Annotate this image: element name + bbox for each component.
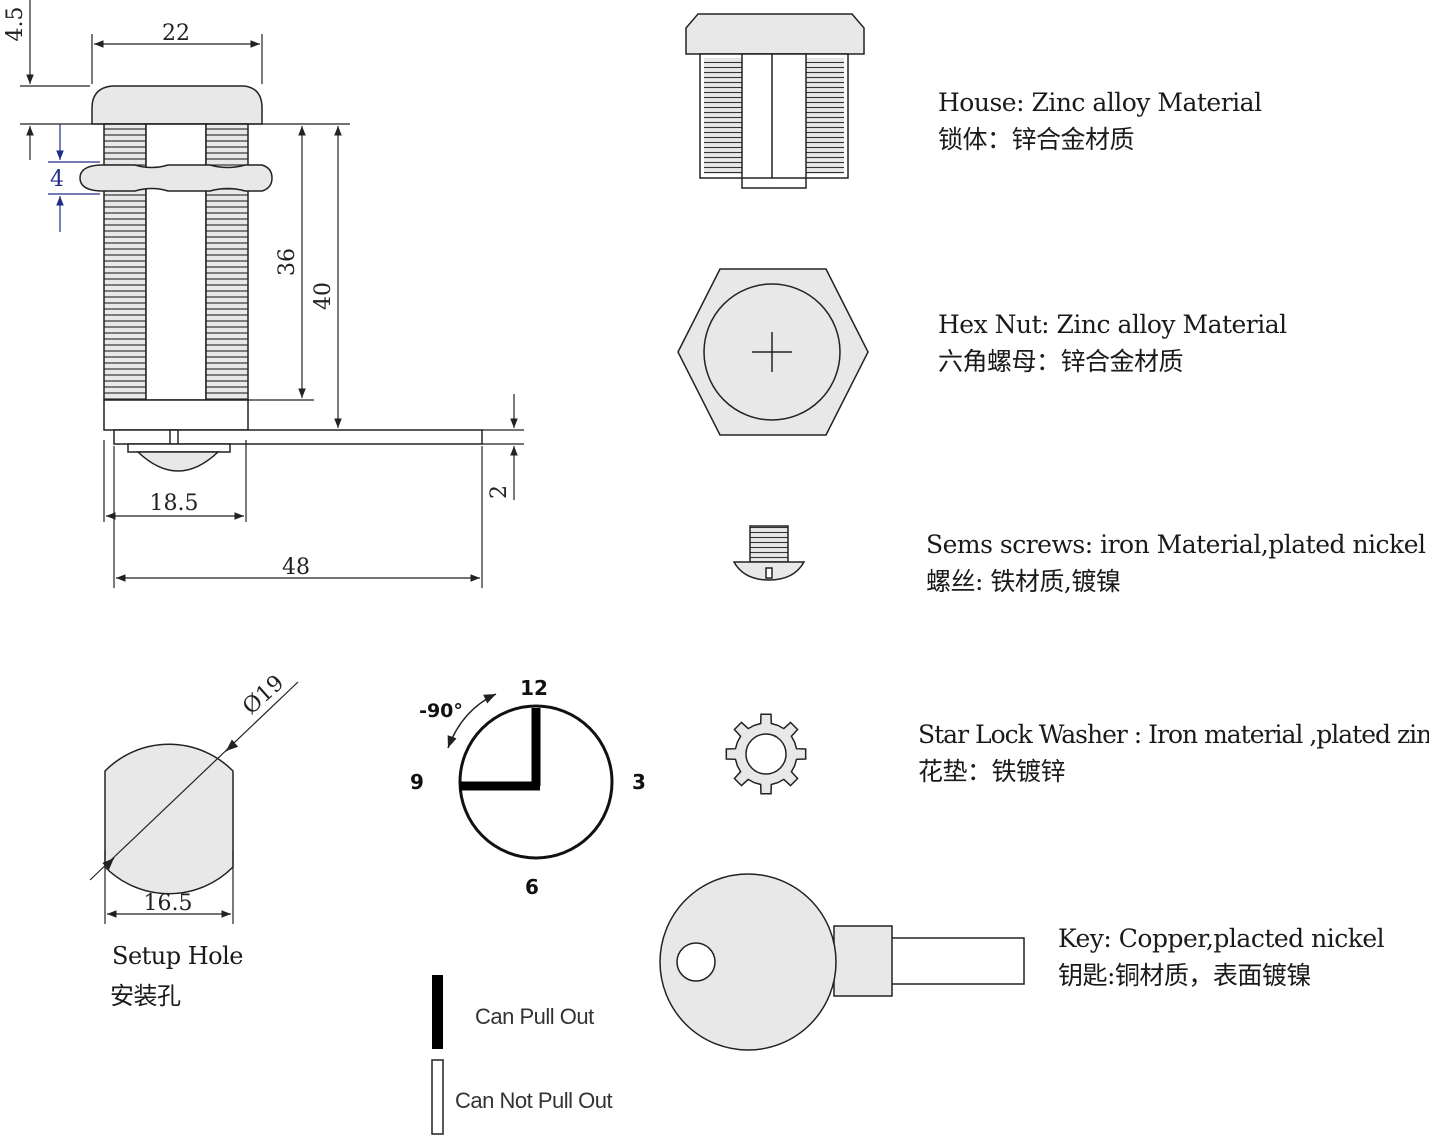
screw-label-en: Sems screws: iron Material,plated nickel xyxy=(926,530,1426,559)
screw-part-drawing xyxy=(732,525,806,581)
cannot-pull-swatch xyxy=(431,1059,444,1135)
rotation-diagram xyxy=(447,693,614,860)
clock-12: 12 xyxy=(520,676,548,700)
key-part-drawing xyxy=(659,873,1025,1051)
clock-9: 9 xyxy=(410,770,424,794)
setup-hole-label-en: Setup Hole xyxy=(112,942,244,970)
dim-diameter-19: Ø19 xyxy=(238,670,289,719)
dimension-lines xyxy=(20,0,524,588)
star-washer-part-drawing xyxy=(725,713,807,795)
screw-head-side xyxy=(136,451,220,472)
dim-16-5: 16.5 xyxy=(144,891,193,916)
dim-18-5: 18.5 xyxy=(150,491,199,516)
clock-6: 6 xyxy=(525,875,539,899)
angle-label: -90° xyxy=(419,700,463,722)
key-label-zh: 钥匙:铜材质，表面镀镍 xyxy=(1058,961,1311,990)
dim-2: 2 xyxy=(487,485,512,499)
setup-hole-drawing xyxy=(89,681,299,924)
side-view-drawing xyxy=(79,85,483,472)
hex-nut-part-drawing xyxy=(677,268,869,436)
key-label-en: Key: Copper,placted nickel xyxy=(1058,924,1385,953)
cam-plate xyxy=(113,429,483,445)
washer-label-en: Star Lock Washer : Iron material ,plated… xyxy=(918,720,1429,749)
can-pull-swatch xyxy=(432,975,443,1049)
dim-22: 22 xyxy=(162,21,190,46)
dim-4: 4 xyxy=(50,167,64,192)
can-pull-out-label: Can Pull Out xyxy=(475,1004,594,1029)
hexnut-label-en: Hex Nut: Zinc alloy Material xyxy=(938,310,1287,339)
cannot-pull-out-label: Can Not Pull Out xyxy=(455,1088,613,1113)
lock-head xyxy=(91,85,263,125)
washer-label-zh: 花垫：铁镀锌 xyxy=(918,757,1066,786)
house-label-en: House: Zinc alloy Material xyxy=(938,88,1262,117)
house-label-zh: 锁体：锌合金材质 xyxy=(938,125,1135,154)
dim-36: 36 xyxy=(275,248,300,276)
setup-hole-label-zh: 安装孔 xyxy=(110,982,181,1010)
dim-40: 40 xyxy=(311,282,336,310)
hexnut-label-zh: 六角螺母：锌合金材质 xyxy=(938,347,1184,376)
dim-4-5: 4.5 xyxy=(3,7,28,42)
nut-thickness-dimension xyxy=(48,124,100,232)
lock-base xyxy=(103,399,249,431)
clock-3: 3 xyxy=(632,770,646,794)
screw-label-zh: 螺丝: 铁材质,镀镍 xyxy=(926,567,1121,596)
dim-48: 48 xyxy=(282,555,310,580)
hex-nut-side xyxy=(79,164,273,192)
house-part-drawing xyxy=(685,13,865,189)
